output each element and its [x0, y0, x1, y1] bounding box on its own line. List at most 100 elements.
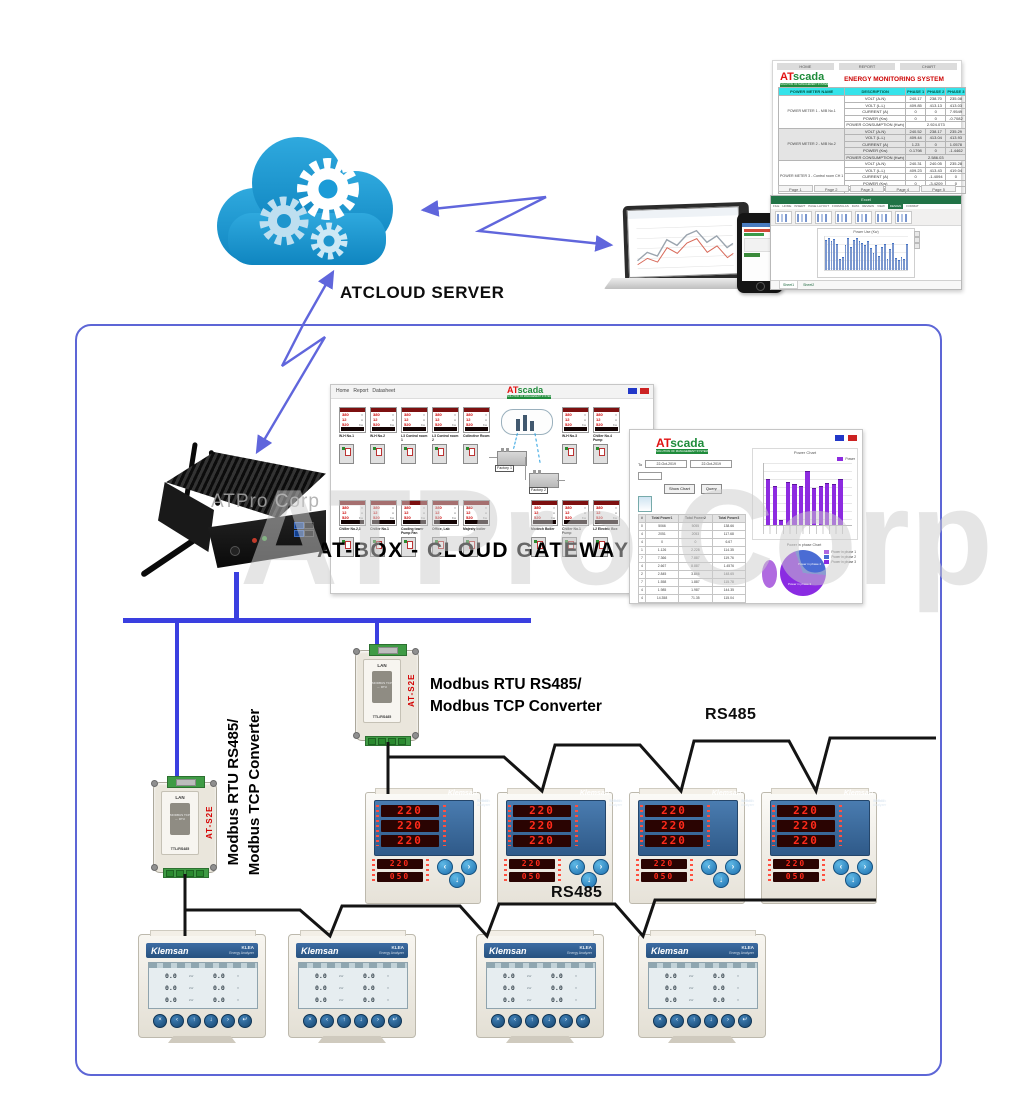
chart-legend: Power — [837, 457, 855, 461]
chart-brush-button[interactable] — [914, 237, 920, 243]
report-cell: 7.9549 — [945, 108, 967, 116]
date-from-picker[interactable]: 22-Oct-2019 — [645, 460, 688, 468]
analyzer-pedestal — [506, 1036, 574, 1043]
power-pie-chart: Power in phase Chart Power in phase 2 Po… — [752, 542, 856, 598]
analyzer-button: ↵ — [388, 1014, 402, 1028]
lcd-unit: V — [387, 986, 390, 990]
converter-label: Modbus RTU RS485/ Modbus TCP Converter — [430, 676, 602, 715]
lcd-value: 0.0 — [665, 996, 677, 1004]
meter-nav-button: ‹ — [569, 859, 585, 875]
chart-style-thumbnail[interactable] — [775, 210, 792, 224]
report-menu-item[interactable]: CHART — [900, 63, 958, 70]
analyzer-button: ↑ — [187, 1014, 201, 1028]
led-ticks — [772, 805, 775, 846]
report-col-header: PHASE 2 — [925, 87, 947, 96]
excel-bar — [855, 238, 858, 270]
chart-plus-button[interactable] — [914, 231, 920, 237]
report-page-tab[interactable]: Page 1 — [778, 185, 813, 192]
chart-style-thumbnail[interactable] — [795, 210, 812, 224]
chart-style-thumbnail[interactable] — [855, 210, 872, 224]
chart-style-thumbnail[interactable] — [895, 210, 912, 224]
chart-style-thumbnail[interactable] — [815, 210, 832, 224]
report-page-tab[interactable]: Page 3 — [849, 185, 885, 192]
scada-panel-header — [371, 408, 396, 412]
excel-sheet-tab[interactable]: Sheet1 — [779, 281, 799, 289]
scada-panel-label: L3 Control room 2 — [432, 434, 459, 442]
lcd-value: 0.0 — [315, 996, 327, 1004]
close-button[interactable] — [848, 435, 857, 441]
report-title: ENERGY MONITORING SYSTEM — [844, 76, 944, 83]
scada-panel-display — [403, 427, 426, 431]
pie-main — [780, 550, 826, 596]
excel-bar — [897, 259, 900, 270]
excel-ribbon-tab[interactable]: DATA — [851, 204, 860, 208]
report-page-tab[interactable]: Page 5 — [921, 185, 956, 192]
report-cell: -0.7082 — [945, 114, 967, 122]
scada-panel-header — [371, 501, 396, 505]
terminal-block — [378, 738, 386, 745]
pie-legend-item: Power in phase 3 — [824, 560, 856, 564]
show-chart-button[interactable]: Show Chart — [664, 484, 695, 494]
gear-icon — [297, 158, 359, 220]
excel-canvas: Power Use (Kw) — [771, 226, 961, 278]
meter-nav-button: › — [725, 859, 741, 875]
excel-ribbon-tab[interactable]: FILE — [773, 204, 780, 208]
date-range-row: To 22-Oct-2019 22-Oct-2019 — [638, 460, 733, 468]
scada-panel-header — [532, 501, 557, 505]
report-page-tab[interactable]: Page 4 — [885, 185, 921, 192]
excel-sheet-tab[interactable]: Sheet2 — [803, 283, 815, 287]
minimize-button[interactable] — [835, 435, 844, 441]
factory1-label: Factory 1 — [495, 465, 514, 472]
scada1-tab[interactable]: Home — [336, 388, 350, 394]
chart-style-thumbnail[interactable] — [875, 210, 892, 224]
converter-label-vertical: Modbus RTU RS485/ Modbus TCP Converter — [225, 708, 263, 876]
excel-ribbon-tab[interactable]: PAGE LAYOUT — [808, 204, 830, 208]
consumption-label: POWER CONSUMPTION (Kwh) — [844, 153, 907, 161]
close-button[interactable] — [640, 388, 649, 394]
scada1-tab[interactable]: Report — [353, 388, 369, 394]
excel-ribbon-tab[interactable]: FORMULAS — [832, 204, 849, 208]
excel-bar — [892, 242, 894, 270]
meter-nav-button: ↓ — [713, 872, 729, 888]
report-page-tab[interactable]: Page 2 — [813, 185, 849, 192]
excel-ribbon-tab[interactable]: DESIGN — [887, 204, 904, 209]
query-button[interactable]: Query — [700, 484, 722, 494]
lcd-menu-strip — [649, 963, 757, 968]
led-ticks — [508, 805, 511, 846]
led-ticks — [426, 859, 429, 881]
excel-ribbon-tab[interactable]: VIEW — [877, 204, 885, 208]
excel-ribbon-tab[interactable]: INSERT — [794, 204, 806, 208]
excel-ribbon-tab[interactable]: HOME — [782, 204, 792, 208]
minimize-button[interactable] — [628, 388, 637, 394]
excel-ribbon-tab[interactable]: REVIEW — [862, 204, 875, 208]
report-menu-item[interactable]: HOME — [777, 63, 834, 70]
seven-segment-display-small: 050 — [641, 872, 687, 882]
analyzer-button: ↵ — [738, 1014, 752, 1028]
meter-select-combo[interactable] — [638, 472, 662, 480]
chart-filter-button[interactable] — [914, 243, 920, 249]
lcd-unit: V — [387, 998, 390, 1002]
lcd-unit: kW — [189, 974, 194, 978]
chart-style-thumbnail[interactable] — [835, 210, 852, 224]
report-menu-item[interactable]: REPORT — [838, 63, 896, 70]
excel-ribbon-tab[interactable]: FORMAT — [906, 204, 919, 208]
excel-bar — [900, 257, 903, 270]
scada1-tab[interactable]: Datasheet — [372, 388, 396, 394]
date-to-picker[interactable]: 22-Oct-2019 — [690, 460, 733, 468]
